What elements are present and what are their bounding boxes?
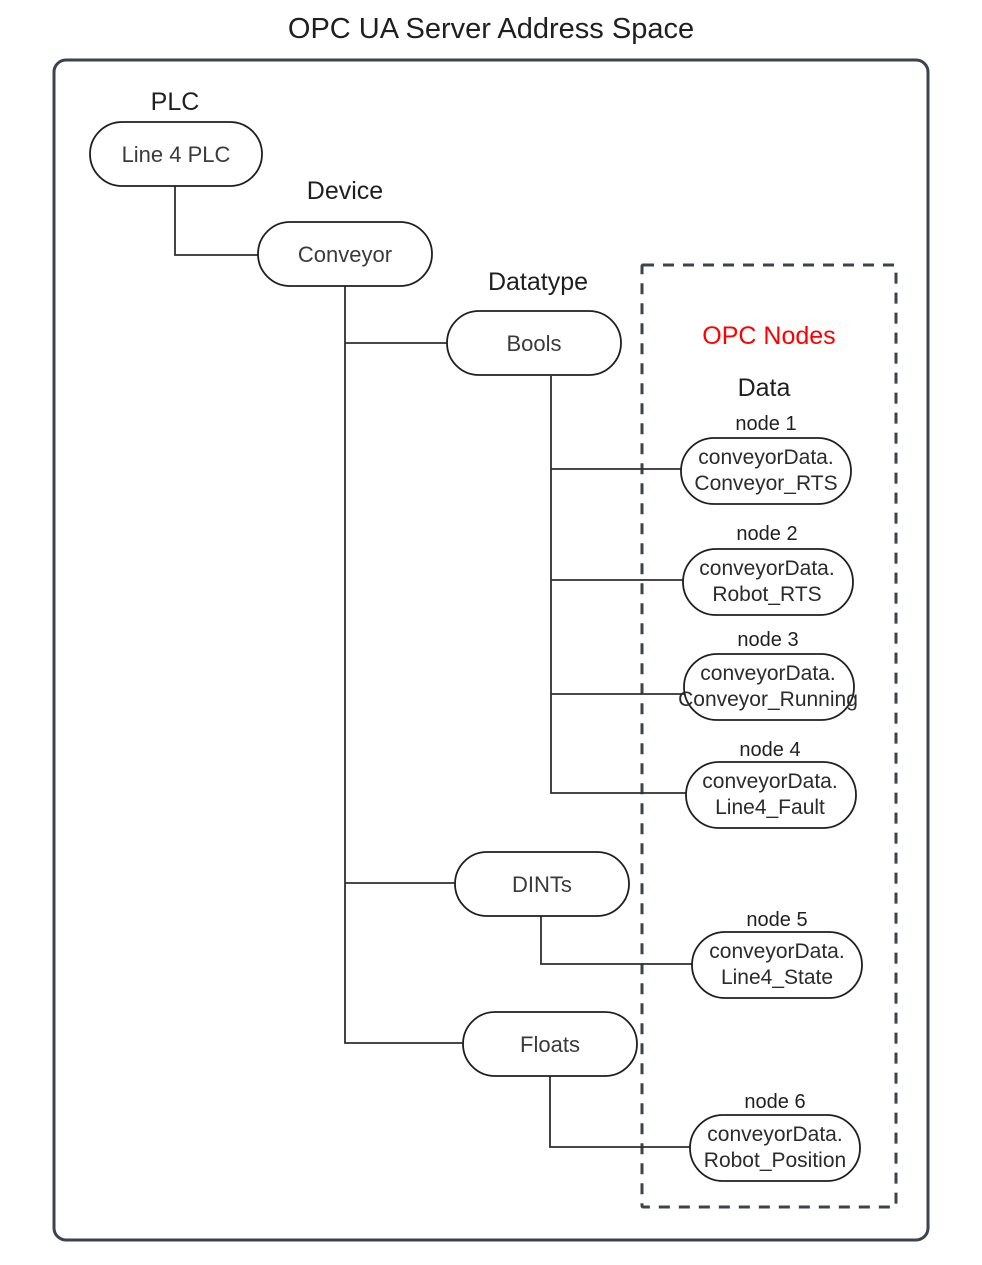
opc-node-2-line2: Robot_RTS: [712, 583, 821, 606]
group-label-device: Device: [307, 177, 383, 205]
opc-node-6-line1: conveyorData.: [707, 1123, 842, 1146]
opc-node-3-line1: conveyorData.: [700, 662, 835, 685]
page-title: OPC UA Server Address Space: [288, 13, 694, 45]
opc-node-5-shape: [691, 931, 863, 999]
opc-node-1-caption: node 1: [735, 413, 796, 435]
connector-floats-to-node6: [549, 1076, 690, 1148]
opc-node-1[interactable]: node 1 conveyorData. Conveyor_RTS: [680, 413, 852, 505]
opc-node-4-shape: [685, 761, 857, 829]
opc-node-6-shape: [689, 1114, 861, 1182]
opc-node-5-caption: node 5: [746, 909, 807, 931]
node-box-bools[interactable]: Bools: [446, 310, 622, 376]
opc-node-3-shape: [683, 653, 855, 721]
group-label-datatype: Datatype: [488, 268, 588, 296]
node-box-floats[interactable]: Floats: [462, 1011, 638, 1077]
opc-node-2-caption: node 2: [736, 523, 797, 545]
node-box-device-shape: [257, 221, 433, 287]
connector-plc-to-conveyor: [174, 186, 258, 256]
connector-conveyor-trunk: [344, 286, 463, 1044]
opc-node-1-line2: Conveyor_RTS: [694, 472, 837, 495]
connector-bools-trunk: [550, 376, 686, 794]
group-label-plc: PLC: [151, 88, 200, 116]
opc-nodes-dashed-container: [640, 263, 898, 1209]
node-box-device-label: Conveyor: [298, 242, 392, 267]
opc-node-4[interactable]: node 4 conveyorData. Line4_Fault: [685, 739, 857, 829]
opc-node-3-caption: node 3: [737, 629, 798, 651]
opc-node-4-line1: conveyorData.: [702, 770, 837, 793]
connector-dints-to-node5: [540, 916, 692, 965]
opc-node-6-caption: node 6: [744, 1091, 805, 1113]
opc-node-1-line1: conveyorData.: [698, 446, 833, 469]
opc-node-3-line2: Conveyor_Running: [678, 688, 858, 711]
opc-node-5[interactable]: node 5 conveyorData. Line4_State: [691, 909, 863, 999]
node-box-plc-shape: [89, 121, 263, 187]
opc-node-4-line2: Line4_Fault: [715, 796, 825, 819]
opc-node-1-shape: [680, 437, 852, 505]
group-label-data: Data: [738, 374, 791, 402]
node-box-dints[interactable]: DINTs: [454, 851, 630, 917]
node-box-plc[interactable]: Line 4 PLC: [89, 121, 263, 187]
opc-node-5-line1: conveyorData.: [709, 940, 844, 963]
opc-node-6[interactable]: node 6 conveyorData. Robot_Position: [689, 1091, 861, 1182]
node-box-bools-label: Bools: [506, 331, 561, 356]
node-box-floats-shape: [462, 1011, 638, 1077]
node-box-dints-shape: [454, 851, 630, 917]
node-box-floats-label: Floats: [520, 1032, 580, 1057]
opc-node-6-line2: Robot_Position: [704, 1149, 846, 1172]
node-box-bools-shape: [446, 310, 622, 376]
opc-node-5-line2: Line4_State: [721, 966, 833, 989]
opc-node-2[interactable]: node 2 conveyorData. Robot_RTS: [682, 523, 854, 616]
opc-node-2-line1: conveyorData.: [699, 557, 834, 580]
node-box-dints-label: DINTs: [512, 872, 572, 897]
opc-node-3[interactable]: node 3 conveyorData. Conveyor_Running: [678, 629, 858, 721]
server-boundary-frame: [52, 58, 930, 1242]
opc-node-4-caption: node 4: [739, 739, 800, 761]
node-box-plc-label: Line 4 PLC: [122, 142, 231, 167]
opc-node-2-shape: [682, 548, 854, 616]
node-box-device[interactable]: Conveyor: [257, 221, 433, 287]
group-label-opc-nodes: OPC Nodes: [702, 322, 835, 350]
